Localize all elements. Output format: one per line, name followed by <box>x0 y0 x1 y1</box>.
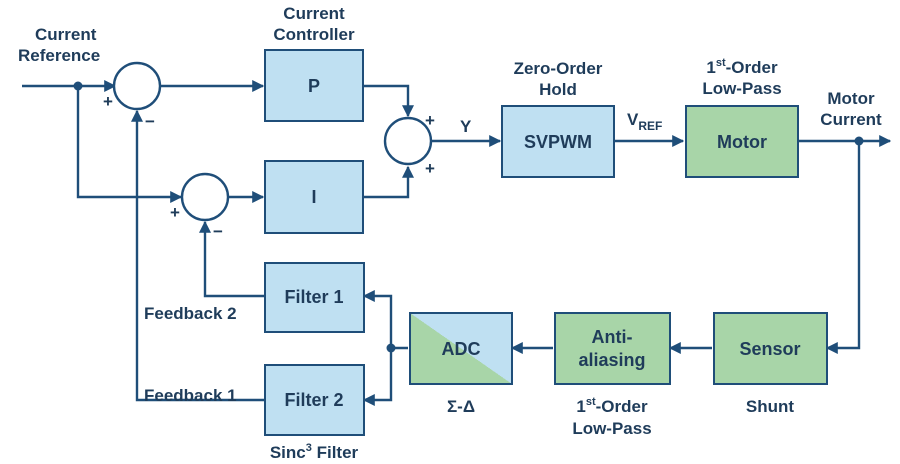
svpwm-block-label: SVPWM <box>524 132 592 152</box>
vref-sub: REF <box>638 119 662 133</box>
sum3-plus-top-sign: + <box>425 111 435 130</box>
sensor-block-label: Sensor <box>739 339 800 359</box>
wire-feedback2 <box>199 220 264 298</box>
wire-split-to-filter2 <box>362 348 393 406</box>
p-block <box>264 49 364 122</box>
current-controller-label-line1: Current <box>283 4 345 23</box>
filter1-block-label: Filter 1 <box>284 287 343 307</box>
lp1-rest: -Order <box>726 58 778 77</box>
current-reference-label-line1: Current <box>35 25 97 44</box>
wire-p-to-sum3 <box>363 84 414 118</box>
wire-feedback1 <box>131 109 264 402</box>
lp2-rest: -Order <box>596 397 648 416</box>
summing-junction-1 <box>112 61 162 111</box>
lp2-sup: st <box>586 396 596 408</box>
wire-motor-to-sensor <box>825 141 861 354</box>
lp1-base: 1 <box>706 58 715 77</box>
antialiasing-block <box>554 312 671 385</box>
adc-block-label: ADC <box>442 339 481 359</box>
zero-order-hold-label-line2: Hold <box>539 80 577 99</box>
svpwm-block <box>501 105 615 178</box>
summing-junction-3 <box>383 116 433 166</box>
filter1-block <box>264 262 365 333</box>
first-order-lowpass-motor-label-line2: Low-Pass <box>702 79 781 98</box>
filter2-block-label: Filter 2 <box>284 390 343 410</box>
feedback-2-label: Feedback 2 <box>144 304 237 323</box>
adc-block <box>409 312 513 385</box>
sum2-plus-sign: + <box>170 203 180 222</box>
motor-block-label: Motor <box>717 132 767 152</box>
zero-order-hold-label-line1: Zero-Order <box>514 59 603 78</box>
sensor-block <box>713 312 828 385</box>
sum2-minus-sign: − <box>213 222 223 241</box>
sinc-sup: 3 <box>306 442 312 454</box>
antialiasing-block-label-line2: aliasing <box>578 350 645 370</box>
first-order-lowpass-motor-label-line1: 1st-Order <box>706 57 778 77</box>
y-signal-label: Y <box>460 117 472 136</box>
first-order-lowpass-antialias-label-line1: 1st-Order <box>576 396 648 416</box>
motor-current-label-line1: Motor <box>827 89 875 108</box>
i-block-label: I <box>311 187 316 207</box>
wire-split-to-filter1 <box>362 290 393 348</box>
motor-block <box>685 105 799 178</box>
lp2-base: 1 <box>576 397 585 416</box>
current-reference-label-line2: Reference <box>18 46 100 65</box>
signal-wires <box>22 80 892 406</box>
current-controller-label-line2: Controller <box>273 25 355 44</box>
sigma-delta-label: Σ-Δ <box>447 397 475 416</box>
wire-i-to-sum3 <box>363 165 414 199</box>
first-order-lowpass-antialias-label-line2: Low-Pass <box>572 419 651 438</box>
lp1-sup: st <box>716 57 726 69</box>
vref-signal-label: VREF <box>627 110 662 133</box>
sinc-rest: Filter <box>312 443 359 462</box>
sum1-plus-sign: + <box>103 92 113 111</box>
i-block <box>264 160 364 234</box>
filter2-block <box>264 364 365 436</box>
junction-motor-current <box>854 136 864 146</box>
p-block-label: P <box>308 76 320 96</box>
wire-reference-to-sum2 <box>76 86 183 203</box>
shunt-label: Shunt <box>746 397 794 416</box>
feedback-1-label: Feedback 1 <box>144 386 237 405</box>
sinc-base: Sinc <box>270 443 306 462</box>
sinc3-filter-label: Sinc3 Filter <box>270 442 359 462</box>
summing-junction-2 <box>180 172 230 222</box>
junction-adc-split <box>386 343 396 353</box>
sum3-plus-bottom-sign: + <box>425 159 435 178</box>
sum1-minus-sign: − <box>145 112 155 131</box>
antialiasing-block-label-line1: Anti- <box>592 327 633 347</box>
motor-current-label-line2: Current <box>820 110 882 129</box>
junction-reference <box>73 81 83 91</box>
vref-base: V <box>627 110 639 129</box>
